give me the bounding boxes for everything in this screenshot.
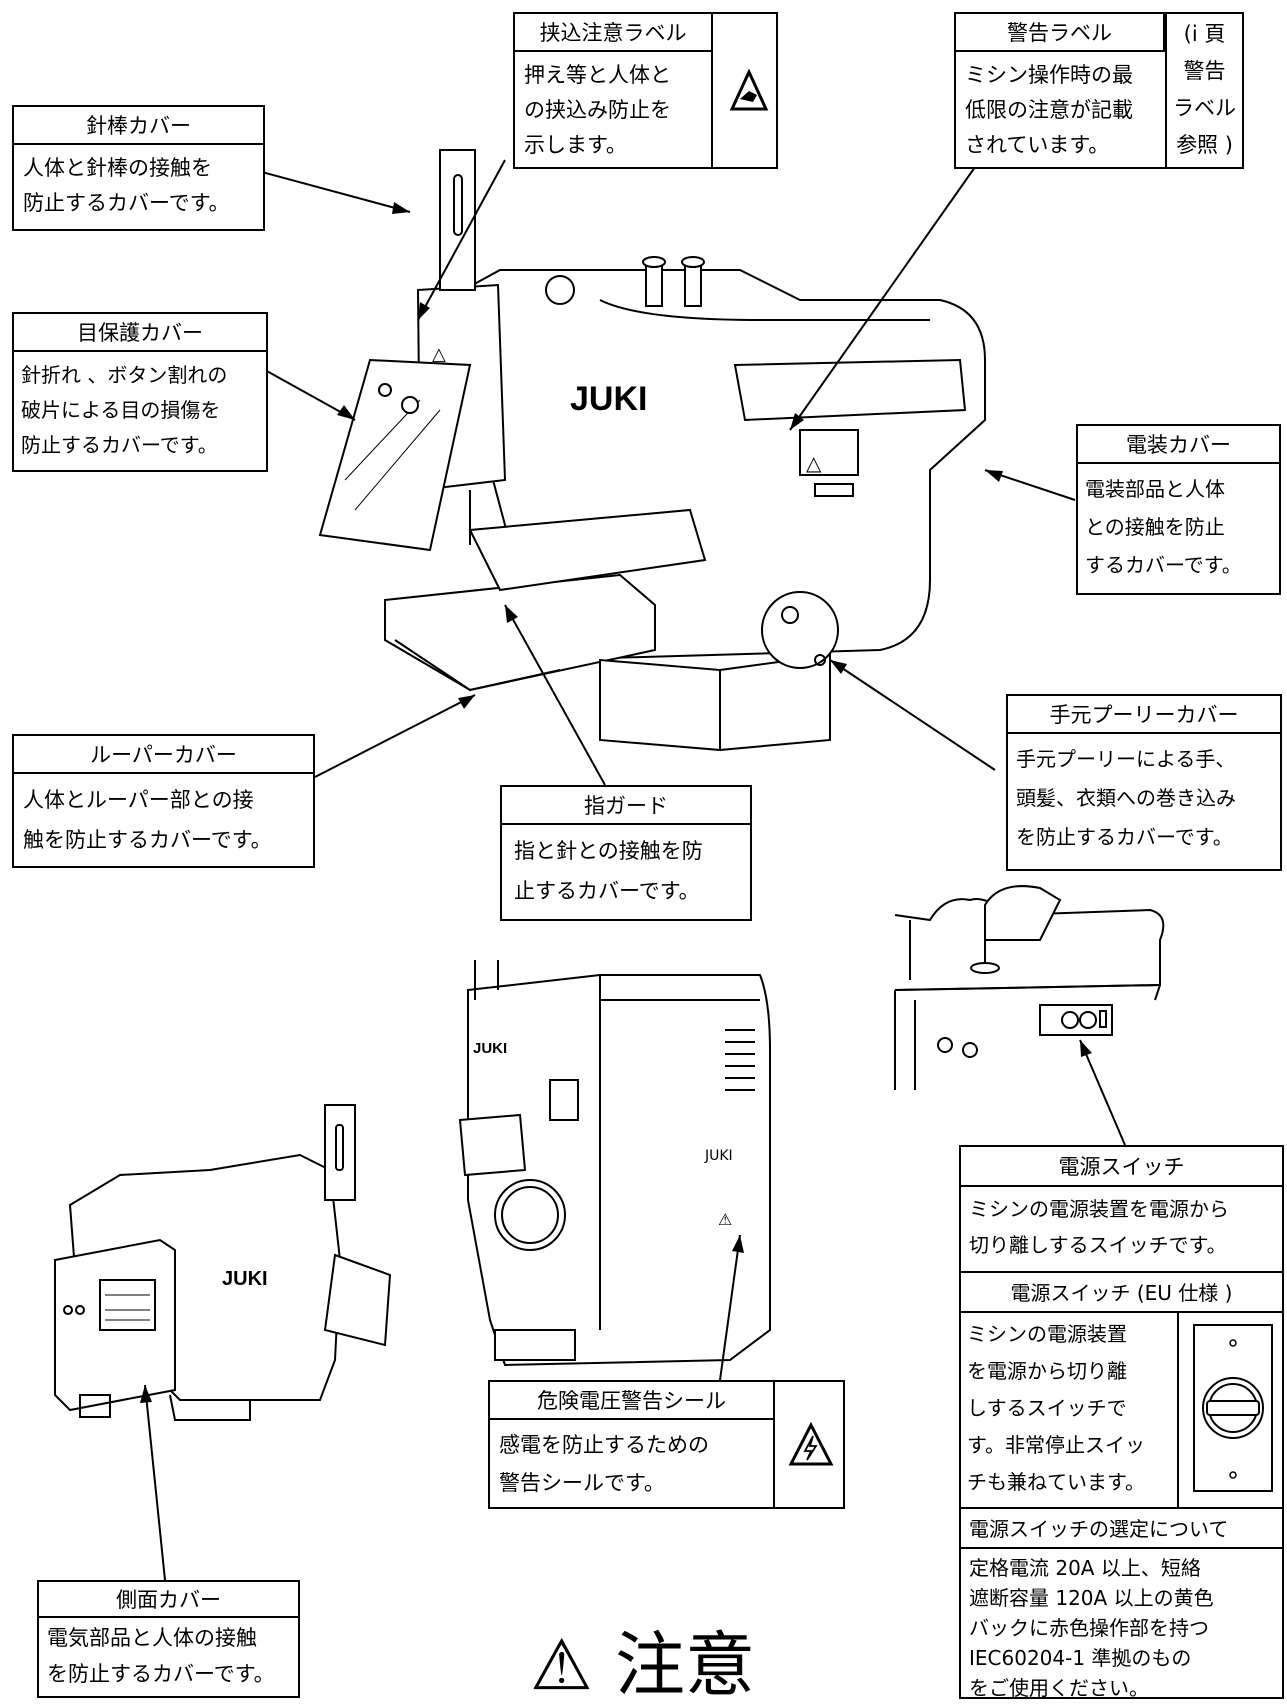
high-voltage-warning-icon [788,1422,834,1466]
table-illustration [894,885,1165,1090]
pinch-caution-desc: 押え等と人体と の挟込み防止を 示します。 [515,52,713,167]
finger-guard-title: 指ガード [502,787,750,825]
power-switch-selection-title: 電源スイッチの選定について [961,1507,1282,1549]
svg-text:JUKI: JUKI [473,1040,507,1057]
looper-cover-box: ルーパーカバー 人体とルーパー部との接 触を防止するカバーです。 [12,734,315,868]
side-cover-desc: 電気部品と人体の接触 を防止するカバーです。 [47,1626,275,1686]
eu-power-switch-icon [1193,1324,1273,1492]
svg-text:△: △ [806,451,822,475]
needle-bar-cover-title: 針棒カバー [14,107,263,145]
looper-cover-title: ルーパーカバー [14,736,313,774]
warning-label-title: 警告ラベル [956,14,1165,52]
eye-guard-desc: 針折れ 、ボタン割れの 破片による目の損傷を 防止するカバーです。 [21,363,228,457]
needle-bar-cover-box: 針棒カバー 人体と針棒の接触を 防止するカバーです。 [12,105,265,231]
svg-text:JUKI: JUKI [570,380,647,418]
side-cover-title: 側面カバー [39,1582,298,1618]
svg-text:JUKI: JUKI [222,1268,268,1290]
pulley-cover-desc: 手元プーリーによる手、 頭髪、衣類への巻き込み を防止するカバーです。 [1016,747,1236,849]
eu-power-switch-desc: ミシンの電源装置 を電源から切り離 しするスイッチで す。非常停止スイッ チも兼… [961,1313,1179,1507]
high-voltage-seal-title: 危険電圧警告シール [490,1382,775,1420]
svg-text:JUKI: JUKI [704,1148,733,1164]
warning-label-reference: (i 頁 警告 ラベル 参照 ) [1165,14,1242,167]
looper-cover-desc: 人体とルーパー部との接 触を防止するカバーです。 [23,788,272,852]
pinch-warning-icon [729,69,769,111]
side-cover-box: 側面カバー 電気部品と人体の接触 を防止するカバーです。 [37,1580,300,1698]
finger-guard-desc: 指と針との接触を防 止するカバーです。 [514,839,703,903]
electrical-cover-title: 電装カバー [1078,426,1279,464]
main-machine: △ JUKI △ [318,149,986,752]
pinch-caution-title: 挟込注意ラベル [515,14,713,52]
caution-heading: ⚠ 注意 [530,1624,756,1706]
electrical-cover-desc: 電装部品と人体 との接触を防止 するカバーです。 [1085,477,1242,577]
power-switch-title: 電源スイッチ [961,1147,1282,1187]
eye-guard-box: 目保護カバー 針折れ 、ボタン割れの 破片による目の損傷を 防止するカバーです。 [12,312,268,472]
pulley-cover-title: 手元プーリーカバー [1008,696,1280,734]
high-voltage-seal-box: 危険電圧警告シール 感電を防止するための 警告シールです。 [488,1380,845,1509]
pinch-caution-label-box: 挟込注意ラベル 押え等と人体と の挟込み防止を 示します。 [513,12,778,169]
power-switch-desc: ミシンの電源装置を電源から 切り離しするスイッチです。 [969,1197,1229,1257]
high-voltage-seal-desc: 感電を防止するための 警告シールです。 [490,1420,775,1507]
pulley-cover-box: 手元プーリーカバー 手元プーリーによる手、 頭髪、衣類への巻き込み を防止するカ… [1006,694,1282,871]
side-machine: JUKI [54,1104,392,1421]
needle-bar-cover-desc: 人体と針棒の接触を 防止するカバーです。 [23,156,230,215]
warning-label-desc: ミシン操作時の最 低限の注意が記載 されています。 [965,63,1133,157]
eu-power-switch-title: 電源スイッチ (EU 仕様 ) [961,1271,1282,1313]
svg-text:△: △ [432,344,446,365]
power-switch-selection-desc: 定格電流 20A 以上、短絡 遮断容量 120A 以上の黄色 バックに赤色操作部… [969,1556,1214,1700]
power-switch-box: 電源スイッチ ミシンの電源装置を電源から 切り離しするスイッチです。 電源スイッ… [959,1145,1284,1700]
warning-label-box: 警告ラベル ミシン操作時の最 低限の注意が記載 されています。 (i 頁 警告 … [954,12,1244,169]
svg-text:⚠: ⚠ [718,1210,732,1229]
middle-machine: JUKI ⚠ JUKI [458,960,771,1367]
electrical-cover-box: 電装カバー 電装部品と人体 との接触を防止 するカバーです。 [1076,424,1281,595]
finger-guard-box: 指ガード 指と針との接触を防 止するカバーです。 [500,785,752,921]
leader-lines [140,159,1126,1581]
eye-guard-title: 目保護カバー [14,314,266,352]
